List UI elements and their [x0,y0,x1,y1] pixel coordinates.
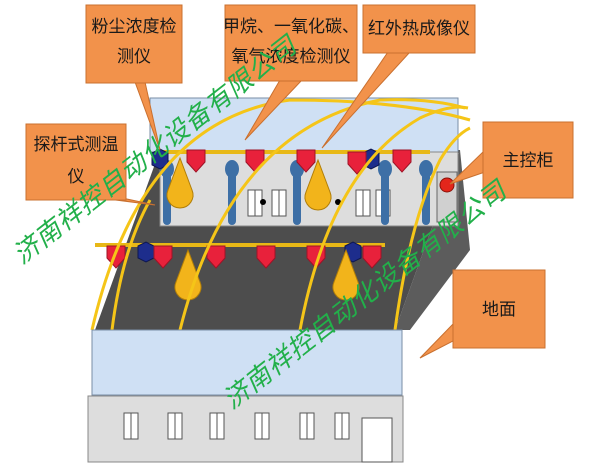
front-window [209,412,225,440]
shed-arch-left [110,199,152,331]
front-window [167,412,183,440]
callout-gas-line2: 氧气浓度检测仪 [232,47,351,67]
callout-dust: 粉尘浓度检 测仪 [85,4,183,151]
callout-ground: 地面 [419,269,546,359]
rear-window [271,189,287,217]
front-window [123,412,139,440]
callout-dust-line1: 粉尘浓度检 [92,17,177,37]
callout-ground-text: 地面 [482,300,516,320]
callout-probe-line1: 探杆式测温 [34,135,119,155]
shed-arch [393,126,471,331]
dust-sensor [137,241,155,263]
front-building [87,395,404,463]
shed-arch [178,98,466,331]
front-window [334,412,350,440]
callout-cabinet-text: 主控柜 [503,151,554,171]
front-door [361,417,393,463]
callout-thermal-text: 红外热成像仪 [368,19,470,39]
front-window [299,412,315,440]
front-blue-wall [91,329,403,396]
front-window [254,412,270,440]
callout-cabinet: 主控柜 [449,121,574,199]
rear-vent [335,199,341,205]
rear-window [247,189,263,217]
rear-vent [260,199,266,205]
cabinet-alarm-light [439,177,455,193]
callout-dust-line2: 测仪 [117,47,151,67]
callout-gas-line1: 甲烷、一氧化碳、 [223,17,359,37]
callout-gas: 甲烷、一氧化碳、 氧气浓度检测仪 [223,4,359,141]
shed-arch [298,105,469,331]
callout-probe-line2: 仪 [68,167,85,187]
rear-window [355,189,371,217]
callout-thermal: 红外热成像仪 [321,4,476,149]
callout-probe: 探杆式测温 仪 [25,123,156,206]
